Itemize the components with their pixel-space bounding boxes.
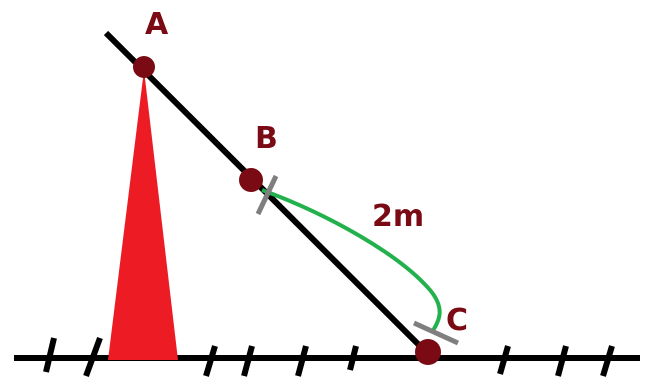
- label-c: C: [446, 303, 468, 338]
- tick-mark-c: [412, 320, 460, 346]
- pole: [108, 70, 178, 360]
- label-b: B: [255, 121, 278, 156]
- length-label: 2m: [372, 199, 424, 234]
- hatch-mark: [600, 345, 615, 377]
- point-a: [133, 56, 155, 78]
- hatch-mark: [295, 345, 309, 377]
- hatch-mark: [203, 345, 218, 377]
- rope-curve: [261, 188, 442, 334]
- hatch-mark: [83, 336, 103, 378]
- hatch-mark: [347, 345, 359, 371]
- hatch-mark: [241, 345, 255, 377]
- hatch-mark: [43, 337, 57, 373]
- point-b: [239, 168, 263, 192]
- ground-hatching: [43, 336, 615, 378]
- point-c: [415, 339, 441, 365]
- label-a: A: [145, 7, 169, 42]
- hatch-mark: [555, 345, 569, 377]
- tick-mark-b: [255, 174, 279, 216]
- hatch-mark: [497, 345, 511, 375]
